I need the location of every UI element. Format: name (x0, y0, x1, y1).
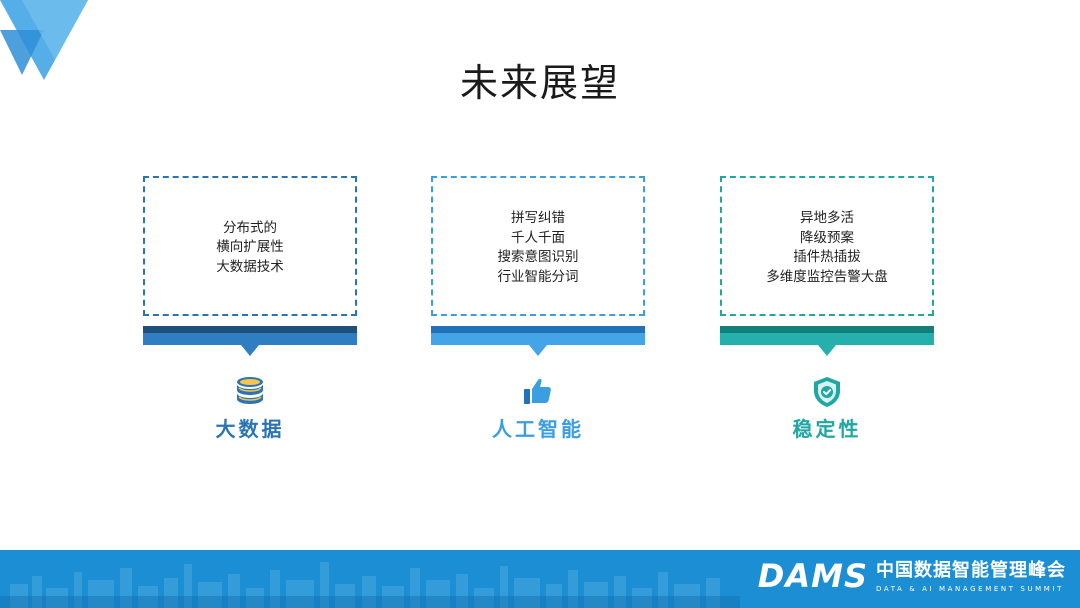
card-label: 大数据 (215, 417, 285, 441)
card-text-box: 拼写纠错 千人千面 搜索意图识别 行业智能分词 (431, 176, 645, 316)
card-line: 行业智能分词 (497, 268, 579, 285)
dams-logo: DAMS (757, 557, 868, 595)
card-stability: 异地多活 降级预案 插件热插拔 多维度监控告警大盘 稳定性 (720, 176, 934, 442)
footer-banner: DAMS 中国数据智能管理峰会 DATA & AI MANAGEMENT SUM… (0, 550, 1080, 608)
card-line: 横向扩展性 (216, 239, 284, 256)
database-icon (237, 377, 263, 404)
page-title: 未来展望 (459, 61, 620, 105)
card-line: 搜索意图识别 (497, 249, 579, 265)
footer-brand: DAMS 中国数据智能管理峰会 DATA & AI MANAGEMENT SUM… (758, 558, 1066, 594)
card-line: 异地多活 (800, 210, 854, 226)
card-bar (720, 326, 934, 356)
city-skyline-graphic (0, 562, 740, 608)
card-line: 降级预案 (800, 229, 854, 246)
card-big-data: 分布式的 横向扩展性 大数据技术 大数据 (143, 176, 357, 442)
card-label: 稳定性 (792, 417, 862, 441)
card-line: 大数据技术 (216, 258, 284, 275)
card-line: 分布式的 (223, 219, 277, 236)
shield-check-icon (814, 377, 840, 407)
card-ai: 拼写纠错 千人千面 搜索意图识别 行业智能分词 人工智能 (431, 176, 645, 442)
card-line: 插件热插拔 (793, 249, 861, 265)
card-line: 多维度监控告警大盘 (766, 268, 888, 285)
card-bar (143, 326, 357, 356)
card-bar (431, 326, 645, 356)
card-text-box: 异地多活 降级预案 插件热插拔 多维度监控告警大盘 (720, 176, 934, 316)
card-label: 人工智能 (492, 417, 584, 441)
card-line: 千人千面 (511, 229, 565, 246)
card-text-box: 分布式的 横向扩展性 大数据技术 (143, 176, 357, 316)
brand-name-cn: 中国数据智能管理峰会 (876, 560, 1066, 581)
thumbs-up-icon (524, 378, 551, 404)
corner-logo (0, 0, 88, 80)
brand-name-en: DATA & AI MANAGEMENT SUMMIT (876, 585, 1064, 593)
card-line: 拼写纠错 (511, 210, 565, 226)
